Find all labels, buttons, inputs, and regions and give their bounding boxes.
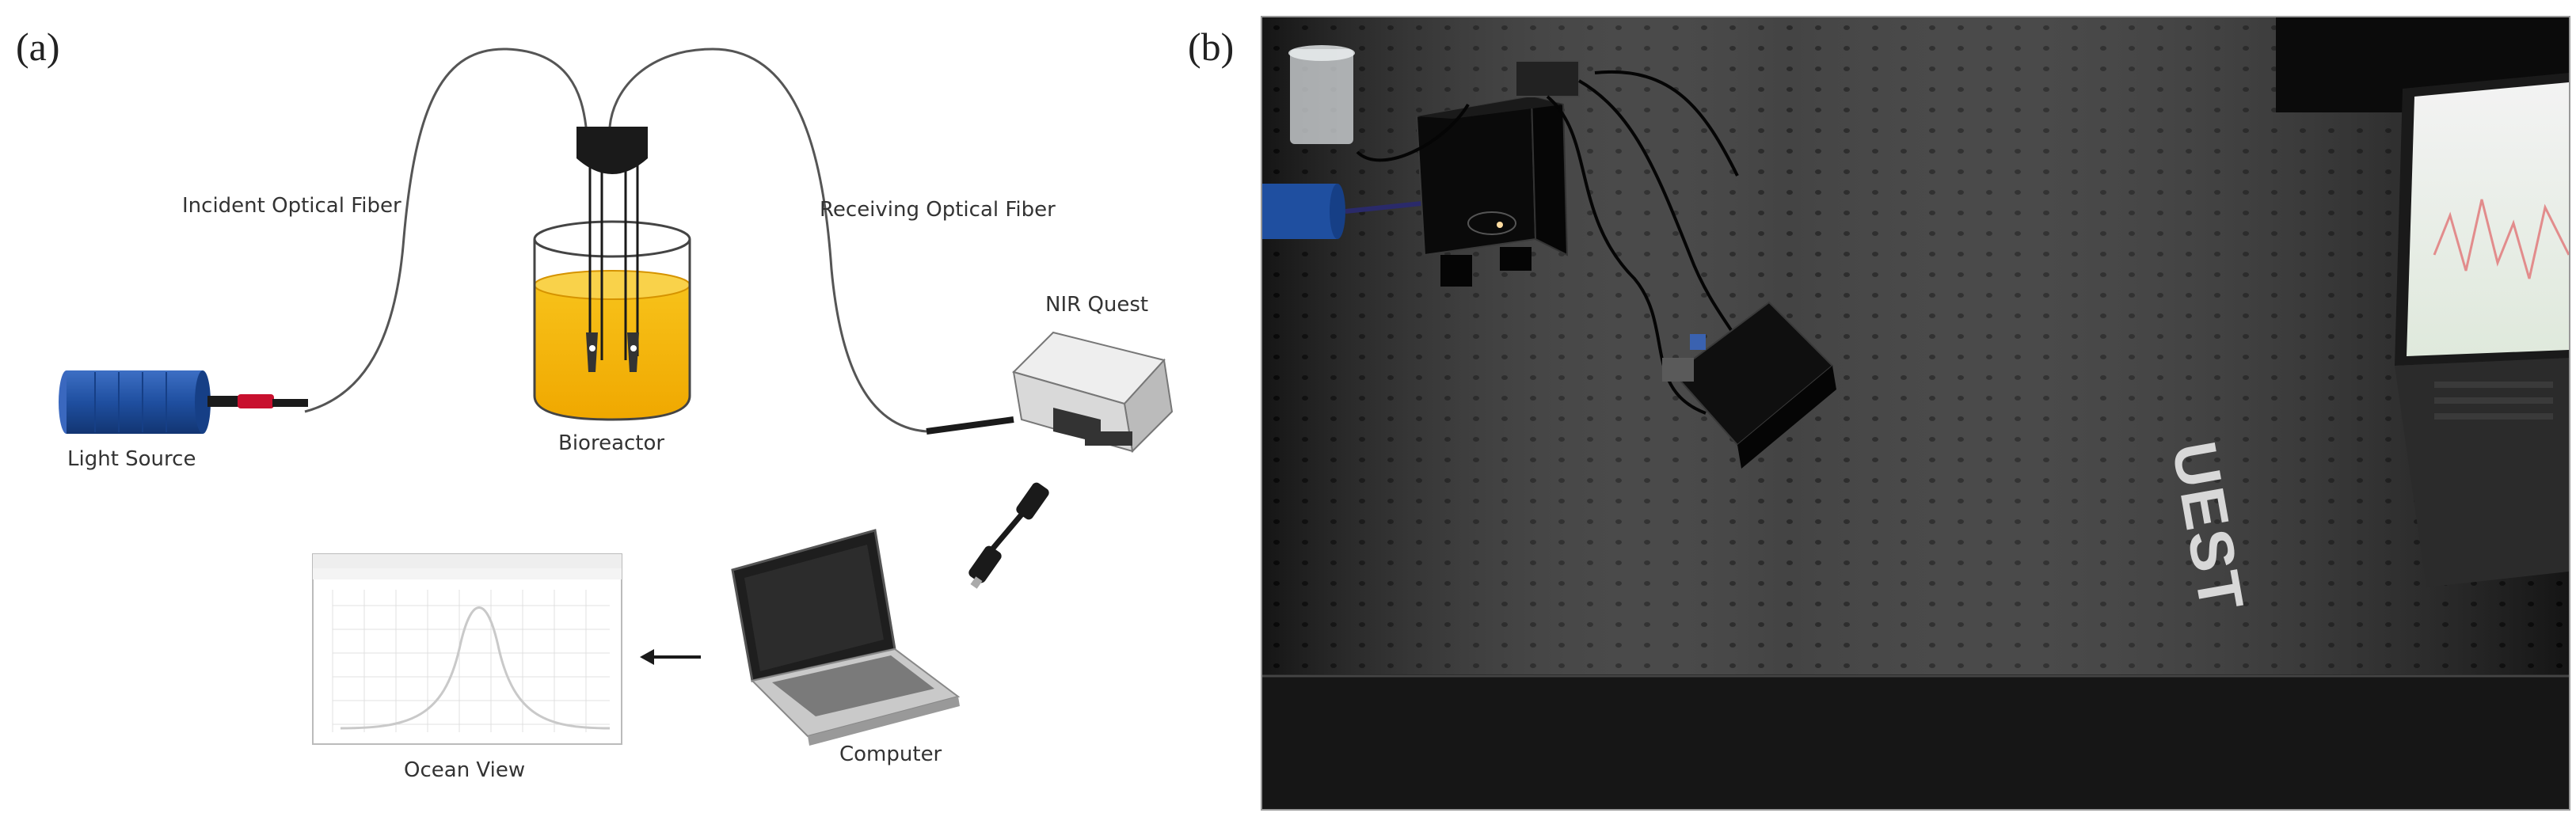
receiving-fiber-label: Receiving Optical Fiber [820,198,1056,222]
panel-label-b: (b) [1188,25,1235,69]
receiving-fiber [608,47,927,433]
computer-label: Computer [839,743,942,766]
nir-quest-label: NIR Quest [1045,293,1149,317]
photo-enclosure [1415,95,1569,287]
spectrum-window-icon [312,553,622,745]
bioreactor-label: Bioreactor [558,431,665,455]
laptop-icon [731,529,961,746]
arrow-left-icon [640,649,701,665]
setup-schematic [59,47,1174,746]
usb-cable-icon [968,482,1049,589]
lab-setup-photo [1261,16,2570,811]
incident-fiber [304,47,588,413]
photo-spectrometer [1662,301,1836,469]
nir-quest-spectrometer-icon [926,331,1174,454]
bioreactor-icon [533,127,691,421]
ocean-view-label: Ocean View [404,758,526,782]
light-source-icon [59,370,308,434]
light-source-label: Light Source [67,447,196,471]
panel-label-a: (a) [16,25,60,69]
photo-beaker [1288,45,1355,144]
incident-fiber-label: Incident Optical Fiber [182,194,401,218]
